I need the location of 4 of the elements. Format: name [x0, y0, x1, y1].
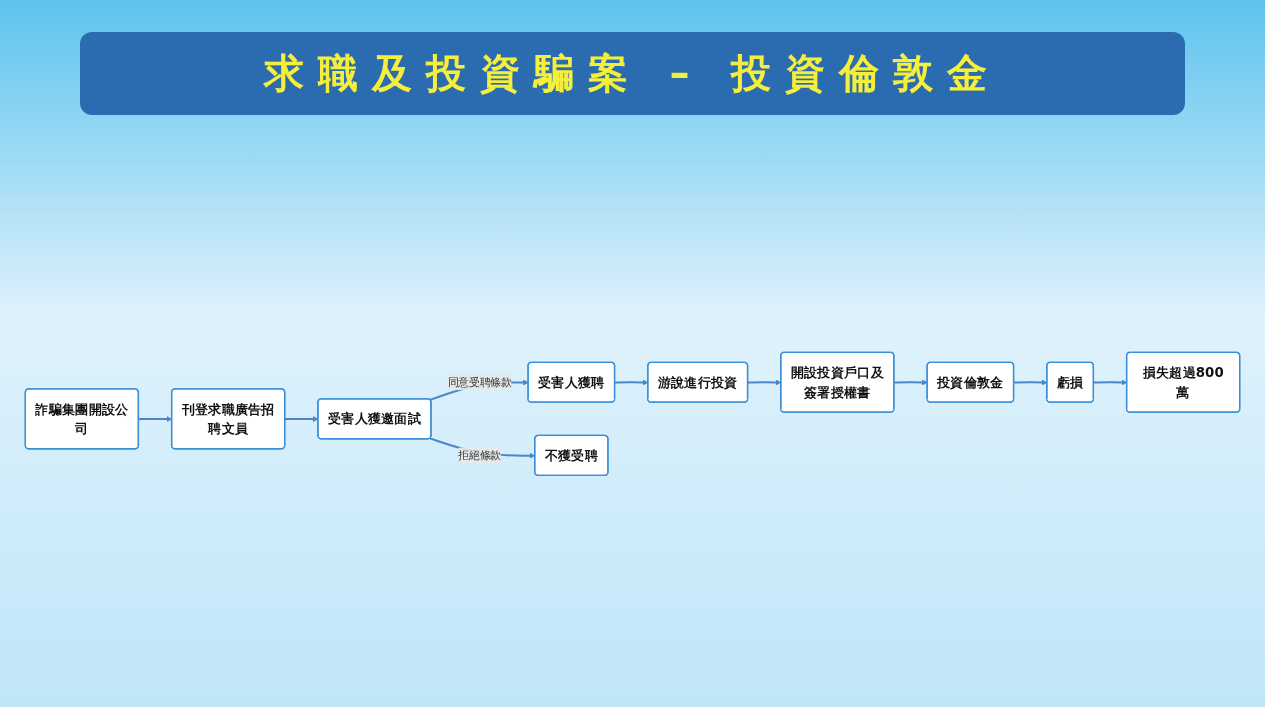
arrow	[893, 379, 928, 386]
title-banner: 求職及投資騙案 – 投資倫敦金	[80, 32, 1185, 115]
edge-label: 拒絕條款	[458, 448, 501, 462]
edge-label: 同意受聘條款	[447, 375, 512, 388]
